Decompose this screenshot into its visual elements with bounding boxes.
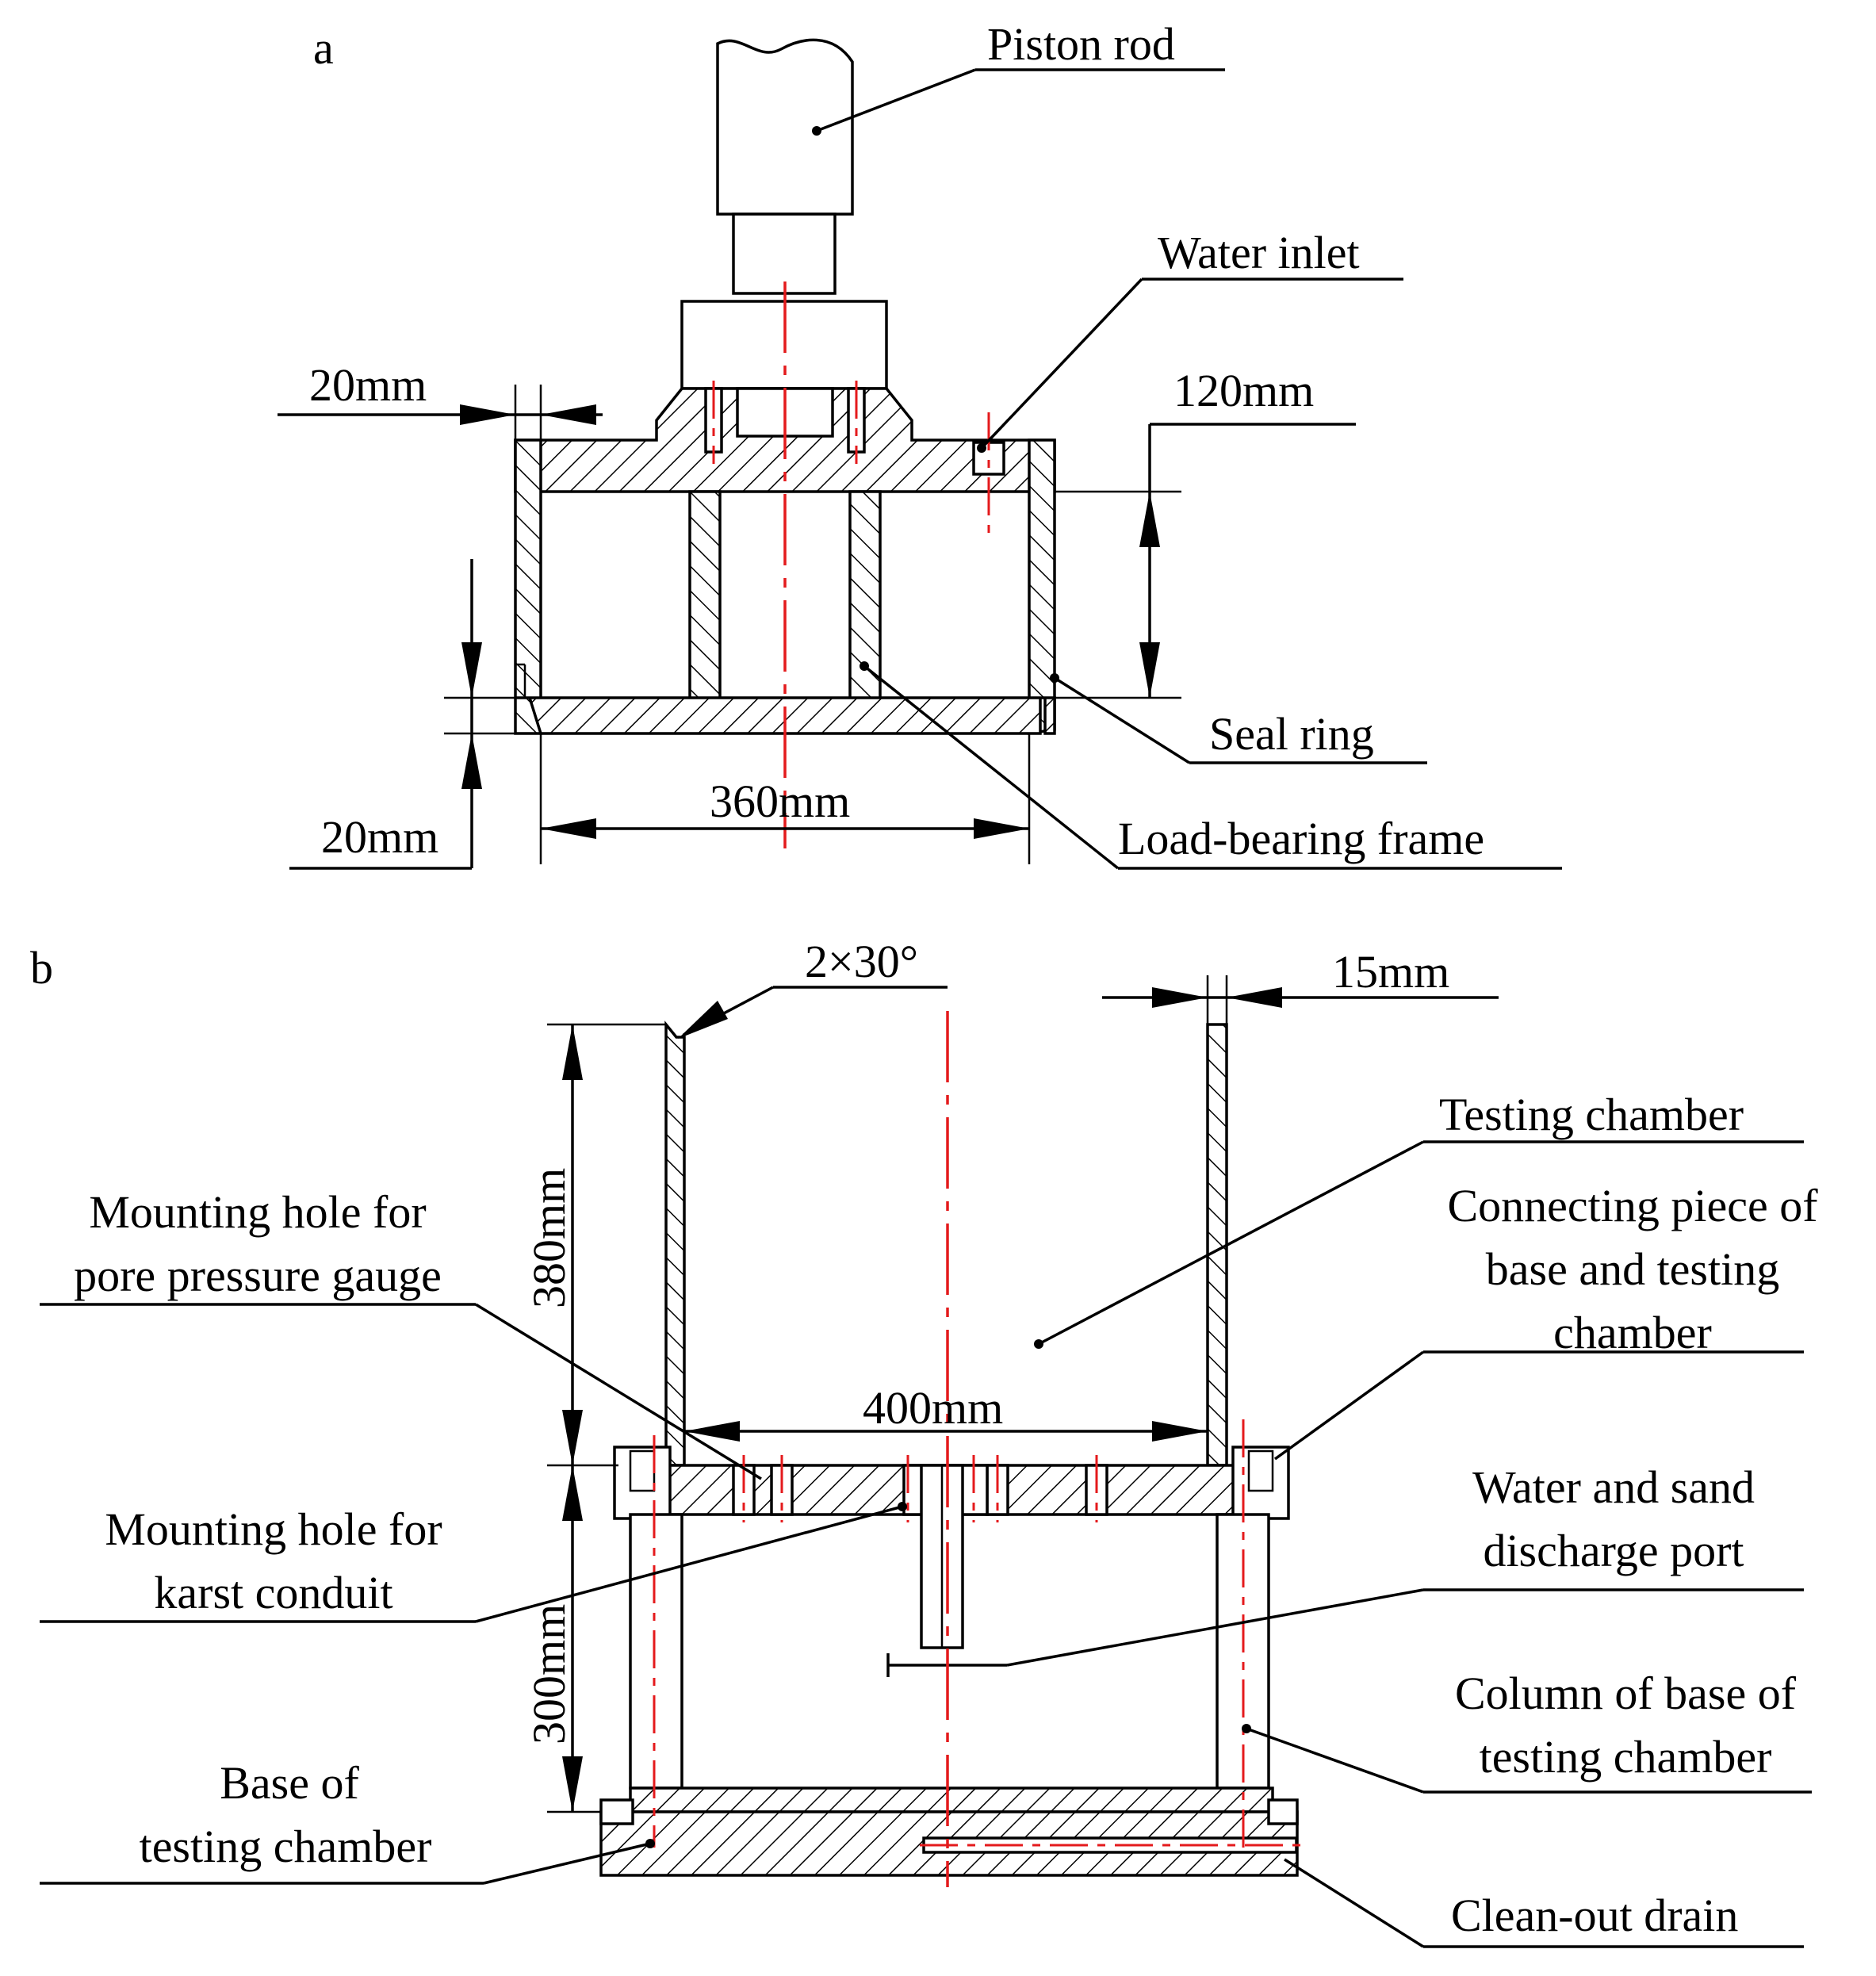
label-column-1: Column of base of [1455, 1668, 1797, 1719]
dim-arrow-15-2 [1227, 987, 1282, 1008]
label-connecting-1: Connecting piece of [1447, 1180, 1818, 1231]
column-leader [1246, 1727, 1424, 1794]
label-testing-chamber: Testing chamber [1439, 1089, 1744, 1140]
piston-rod [716, 38, 854, 216]
dim-width-a: 360mm [710, 775, 850, 827]
dim-arrow-380-1 [562, 1024, 583, 1080]
dim-arrow-300-1 [562, 1465, 583, 1521]
seal-ring-leader [1054, 676, 1190, 764]
label-piston-rod: Piston rod [987, 18, 1175, 70]
label-base-1: Base of [220, 1757, 359, 1809]
dim-arrow-h-2 [1139, 642, 1160, 698]
chamber-wall-right [1206, 1023, 1228, 1467]
label-karst-1: Mounting hole for [105, 1503, 442, 1555]
dim-wall-a: 20mm [309, 359, 427, 411]
label-base-2: testing chamber [140, 1821, 432, 1872]
dim-arrow-h-1 [1139, 492, 1160, 547]
dim-arrow-w-1 [541, 818, 596, 839]
base-leader [483, 1842, 651, 1885]
right-wall [1028, 438, 1056, 736]
dim-arrow-15-1 [1152, 987, 1208, 1008]
discharge-leader [1006, 1588, 1424, 1667]
label-karst-2: karst conduit [154, 1567, 392, 1618]
chamfer-arrow [678, 1001, 728, 1039]
panel-b-tag: b [30, 942, 53, 994]
flange-right-bolt [1247, 1449, 1274, 1492]
dim-arrow-300-2 [562, 1756, 583, 1812]
dim-height-a: 120mm [1173, 365, 1314, 416]
label-connecting-2: base and testing [1486, 1243, 1779, 1295]
dim-wall-b: 15mm [1332, 946, 1449, 998]
clean-out-leader [1284, 1858, 1424, 1948]
label-seal-ring: Seal ring [1209, 708, 1374, 760]
dim-base-height-b: 300mm [523, 1604, 575, 1744]
dim-bottom-a: 20mm [321, 811, 438, 863]
label-load-bearing-frame: Load-bearing frame [1118, 813, 1484, 864]
dim-arrow-b-1 [461, 642, 482, 698]
label-pore-1: Mounting hole for [89, 1186, 426, 1238]
flange-right [1231, 1446, 1290, 1520]
clean-out-channel [922, 1836, 1298, 1854]
label-column-2: testing chamber [1480, 1731, 1772, 1783]
dim-arrow-400-1 [684, 1421, 740, 1442]
dim-chamfer-b: 2×30° [805, 936, 918, 987]
label-clean-out: Clean-out drain [1451, 1890, 1738, 1941]
panel-b: b [30, 936, 1818, 1948]
dim-arrow-b-2 [461, 733, 482, 789]
karst-leader [475, 1505, 903, 1623]
left-wall [514, 438, 542, 735]
connecting-leader [1273, 1350, 1425, 1461]
label-water-sand-1: Water and sand [1472, 1461, 1755, 1513]
panel-a-tag: a [313, 22, 334, 74]
dim-arrow-380-2 [562, 1410, 583, 1465]
dim-inner-width-b: 400mm [863, 1382, 1003, 1434]
label-water-inlet: Water inlet [1158, 227, 1360, 278]
piston-rod-leader [816, 68, 976, 132]
pore-leader [475, 1303, 762, 1480]
base-top-plate [629, 1786, 1274, 1813]
chamber-wall-left [664, 1021, 686, 1467]
dim-arrow-wall-1 [460, 404, 515, 425]
dim-arrow-w-2 [974, 818, 1029, 839]
piston-neck [732, 213, 837, 295]
label-water-sand-2: discharge port [1483, 1525, 1744, 1576]
inner-column-left [688, 490, 722, 701]
dim-chamber-height-b: 380mm [523, 1168, 575, 1308]
flange-left [613, 1446, 672, 1520]
dim-arrow-400-2 [1152, 1421, 1208, 1442]
base-flange-right [1267, 1798, 1299, 1825]
label-pore-2: pore pressure gauge [74, 1250, 442, 1301]
dim-arrow-wall-2 [541, 404, 596, 425]
water-inlet-leader [980, 278, 1143, 450]
frame-leader [863, 664, 1120, 870]
panel-a: a 20mm [278, 18, 1562, 870]
column-left [629, 1513, 683, 1790]
label-connecting-3: chamber [1553, 1307, 1712, 1358]
base-flange-left [599, 1798, 634, 1825]
testing-chamber-leader [1038, 1140, 1424, 1346]
